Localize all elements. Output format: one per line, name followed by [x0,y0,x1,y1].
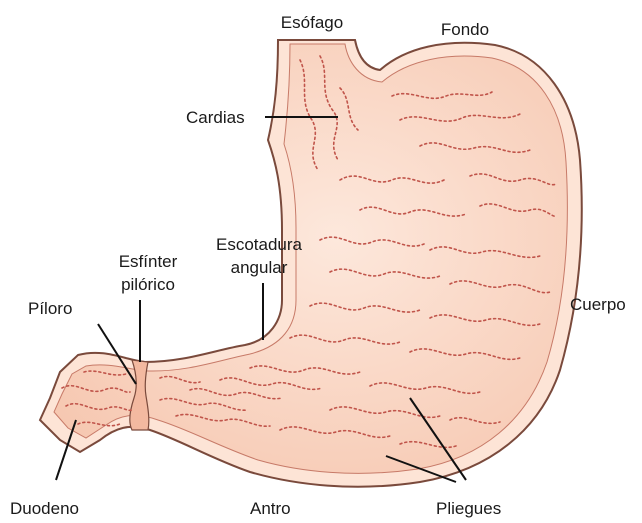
label-fondo: Fondo [441,20,489,39]
label-escotadura-line1: Escotadura [216,235,303,254]
label-pliegues: Pliegues [436,499,501,518]
label-piloro: Píloro [28,299,72,318]
label-duodeno: Duodeno [10,499,79,518]
label-antro: Antro [250,499,291,518]
label-escotadura-line2: angular [231,258,288,277]
label-esfinter-line1: Esfínter [119,252,178,271]
label-esfinter-line2: pilórico [121,275,175,294]
label-esofago: Esófago [281,13,343,32]
label-cardias: Cardias [186,108,245,127]
label-cuerpo: Cuerpo [570,295,626,314]
